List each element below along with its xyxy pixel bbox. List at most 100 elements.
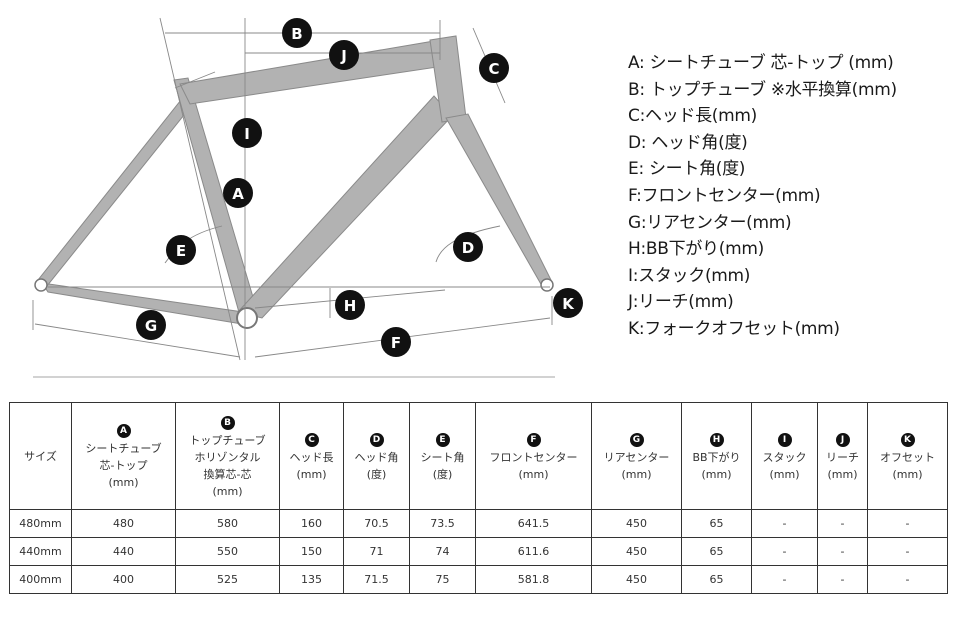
diagram-markers: A B C D E F G H I J K — [136, 18, 583, 357]
table-cell: 65 — [681, 565, 752, 594]
table-cell: - — [867, 565, 948, 594]
marker-G: G — [136, 310, 166, 340]
badge-icon: K — [900, 432, 915, 447]
badge-icon: G — [629, 432, 644, 447]
bottom-bracket — [236, 307, 258, 329]
table-cell: 550 — [175, 537, 280, 566]
top-tube — [179, 39, 445, 105]
table-cell: 70.5 — [343, 509, 410, 538]
table-cell: - — [751, 565, 818, 594]
table-row: 480mm 480 580 160 70.5 73.5 641.5 450 65… — [9, 509, 948, 538]
badge-icon: C — [304, 432, 319, 447]
legend-item: E: シート角(度) — [628, 159, 746, 180]
svg-text:C: C — [488, 60, 499, 78]
marker-C: C — [479, 53, 509, 83]
table-cell: 440 — [71, 537, 176, 566]
badge-icon: I — [777, 432, 792, 447]
svg-text:A: A — [232, 185, 244, 203]
badge-icon: E — [435, 432, 450, 447]
size-cell: 480mm — [9, 509, 72, 538]
table-cell: 71.5 — [343, 565, 410, 594]
table-cell: 160 — [279, 509, 344, 538]
legend: A: シートチューブ 芯-トップ (mm) B: トップチューブ ※水平換算(m… — [628, 50, 897, 343]
legend-item: I:スタック(mm) — [628, 265, 751, 286]
table-cell: 450 — [591, 565, 682, 594]
table-cell: 400 — [71, 565, 176, 594]
table-cell: 71 — [343, 537, 410, 566]
legend-item: K:フォークオフセット(mm) — [628, 318, 840, 339]
badge-icon: D — [369, 432, 384, 447]
svg-text:B: B — [291, 25, 302, 43]
size-cell: 440mm — [9, 537, 72, 566]
marker-F: F — [381, 327, 411, 357]
table-cell: - — [817, 565, 868, 594]
marker-D: D — [453, 232, 483, 262]
table-cell: - — [817, 509, 868, 538]
marker-E: E — [166, 235, 196, 265]
legend-item: C:ヘッド長(mm) — [628, 106, 757, 127]
table-cell: 73.5 — [409, 509, 476, 538]
table-cell: 450 — [591, 509, 682, 538]
marker-I: I — [232, 118, 262, 148]
marker-B: B — [282, 18, 312, 48]
legend-item: G:リアセンター(mm) — [628, 212, 792, 233]
svg-text:H: H — [344, 297, 357, 315]
svg-text:D: D — [462, 239, 474, 257]
rear-dropout — [34, 278, 48, 292]
size-header: サイズ — [9, 402, 72, 510]
svg-text:K: K — [562, 295, 575, 313]
marker-H: H — [335, 290, 365, 320]
svg-text:I: I — [244, 125, 250, 143]
table-cell: 480 — [71, 509, 176, 538]
table-cell: - — [751, 537, 818, 566]
marker-K: K — [553, 288, 583, 318]
badge-icon: F — [526, 432, 541, 447]
down-tube — [237, 95, 453, 319]
legend-item: D: ヘッド角(度) — [628, 132, 748, 153]
front-dropout — [540, 278, 554, 292]
marker-J: J — [329, 40, 359, 70]
badge-icon: H — [709, 432, 724, 447]
legend-item: A: シートチューブ 芯-トップ (mm) — [628, 53, 894, 73]
legend-item: F:フロントセンター(mm) — [628, 185, 821, 206]
table-row: 400mm 400 525 135 71.5 75 581.8 450 65 -… — [9, 565, 948, 594]
table-cell: - — [817, 537, 868, 566]
table-cell: 150 — [279, 537, 344, 566]
legend-item: H:BB下がり(mm) — [628, 239, 764, 260]
table-cell: 450 — [591, 537, 682, 566]
svg-text:G: G — [145, 317, 157, 335]
table-cell: 525 — [175, 565, 280, 594]
marker-A: A — [223, 178, 253, 208]
svg-text:E: E — [176, 242, 186, 260]
table-cell: 74 — [409, 537, 476, 566]
table-cell: 65 — [681, 537, 752, 566]
table-cell: 580 — [175, 509, 280, 538]
svg-text:F: F — [391, 334, 401, 352]
table-cell: 581.8 — [475, 565, 592, 594]
legend-item: J:リーチ(mm) — [628, 292, 734, 313]
frame — [37, 35, 553, 326]
badge-icon: A — [116, 424, 131, 438]
bike-frame-geometry-diagram: A B C D E F G H I J K — [32, 17, 583, 378]
svg-text:J: J — [340, 47, 347, 65]
legend-item: B: トップチューブ ※水平換算(mm) — [628, 79, 897, 100]
table-cell: 611.6 — [475, 537, 592, 566]
badge-icon: J — [835, 432, 850, 447]
table-cell: - — [751, 509, 818, 538]
table-cell: 75 — [409, 565, 476, 594]
table-cell: 641.5 — [475, 509, 592, 538]
table-cell: - — [867, 509, 948, 538]
